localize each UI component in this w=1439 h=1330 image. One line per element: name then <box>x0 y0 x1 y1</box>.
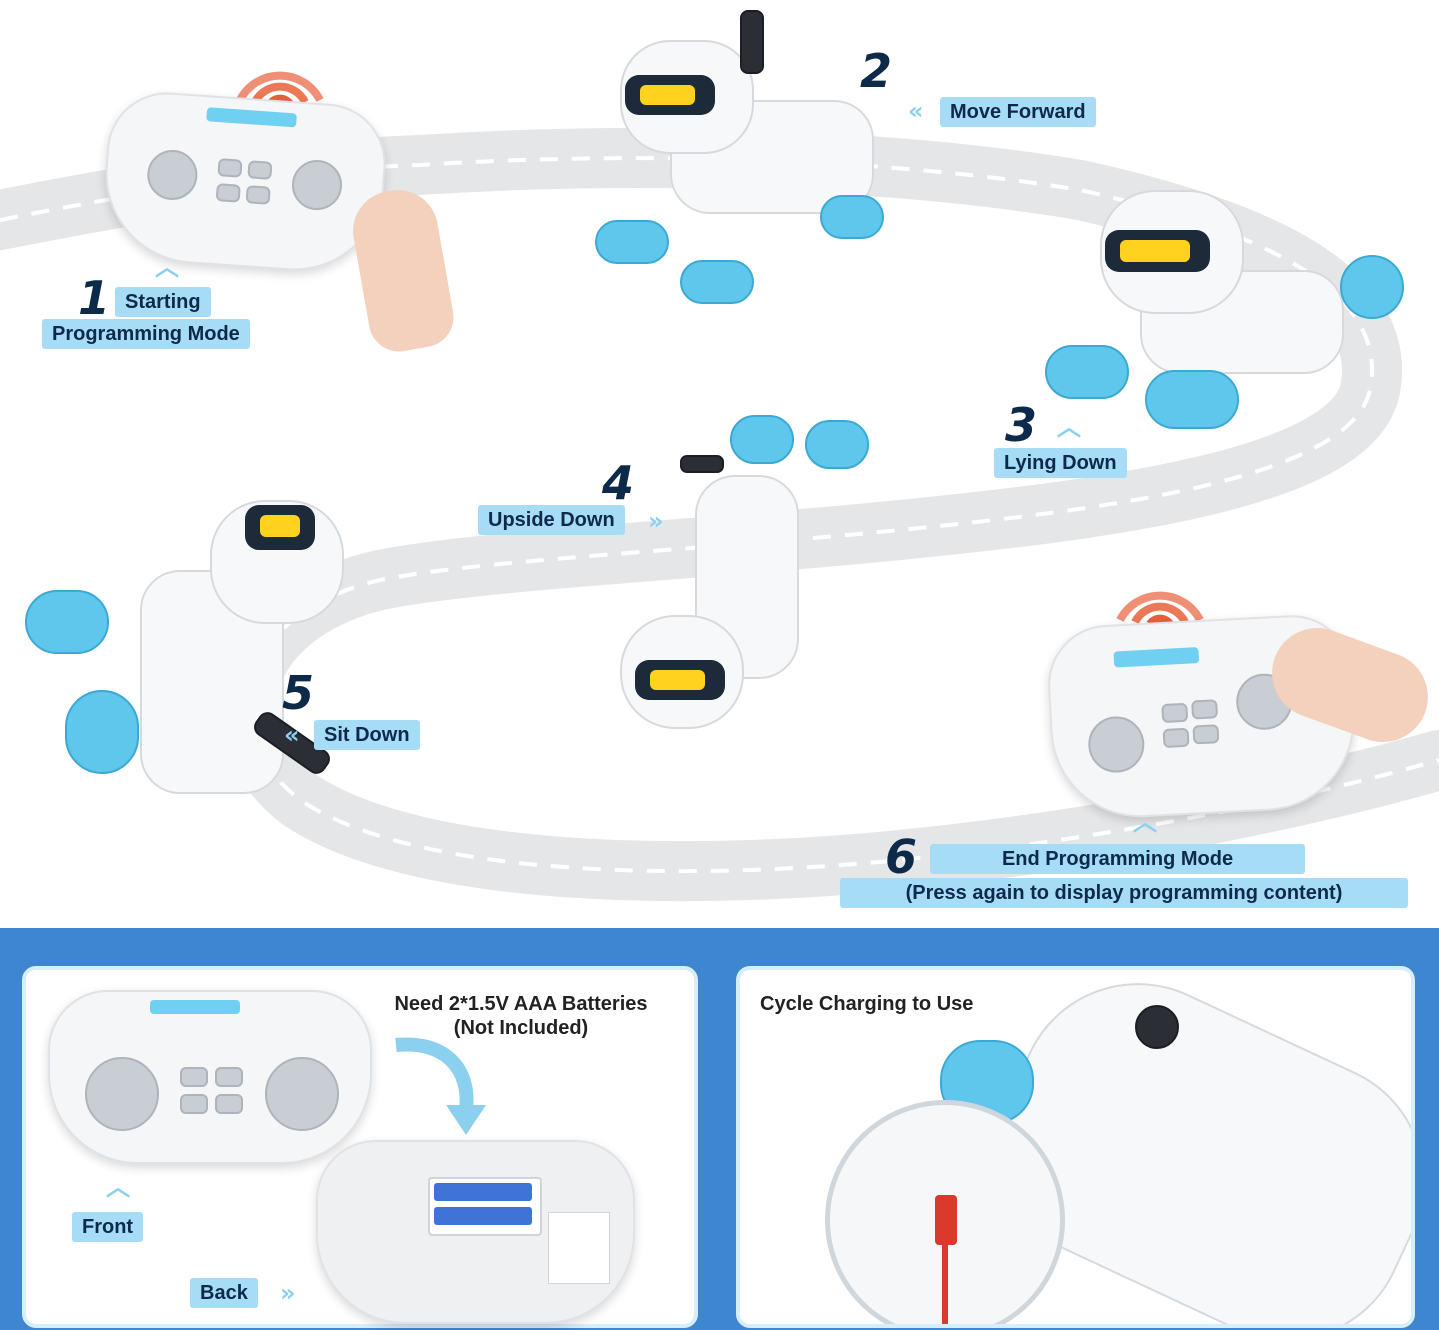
remote-screen <box>1113 647 1200 668</box>
front-label: Front <box>72 1212 144 1242</box>
step-note: (Press again to display programming cont… <box>840 878 1408 908</box>
back-label: Back <box>190 1278 258 1308</box>
up-arrow-icon: ︿ <box>1057 413 1081 441</box>
center-button <box>1192 724 1220 745</box>
robot-dog-paw <box>730 415 794 464</box>
step-number: 4 <box>602 456 635 510</box>
left-arrow-icon: « <box>908 97 924 125</box>
step-number: 2 <box>860 44 893 98</box>
center-button <box>180 1094 208 1114</box>
step-label: Lying Down <box>994 448 1127 478</box>
right-arrow-icon: » <box>648 507 664 535</box>
step-1-group: ︿ 1 Starting Programming Mode <box>0 0 460 360</box>
remote-back <box>316 1140 635 1324</box>
battery-panel: Need 2*1.5V AAA Batteries (Not Included)… <box>22 966 698 1328</box>
step-number: 3 <box>1005 398 1038 452</box>
center-button <box>1162 727 1190 749</box>
up-arrow-icon: ︿ <box>1133 808 1157 836</box>
robot-dog-ear <box>740 10 764 74</box>
robot-dog-paw <box>595 220 669 264</box>
dpad-button <box>265 1057 339 1131</box>
robot-dog-tail <box>680 455 724 473</box>
center-button <box>217 158 243 178</box>
center-button <box>215 1067 243 1087</box>
spec-label <box>548 1212 610 1284</box>
step-3-group: 3 ︿ Lying Down <box>990 170 1420 490</box>
robot-dog-eyes <box>260 515 300 537</box>
robot-dog-paw <box>1045 345 1129 399</box>
remote-screen <box>150 1000 240 1014</box>
up-arrow-icon: ︿ <box>155 253 179 281</box>
robot-dog-paw <box>805 420 869 469</box>
robot-dog-paw <box>65 690 139 774</box>
curved-arrow-icon <box>395 1037 486 1135</box>
charging-title: Cycle Charging to Use <box>760 993 974 1015</box>
center-button <box>1191 699 1219 720</box>
dpad-button <box>290 158 344 212</box>
up-arrow-icon: ︿ <box>106 1173 130 1201</box>
center-button <box>245 185 271 205</box>
step-5-group: 5 « Sit Down <box>20 490 450 820</box>
step-label: Starting <box>115 287 211 317</box>
battery-icon <box>434 1207 532 1225</box>
dpad-button <box>85 1057 159 1131</box>
charging-port-zoom <box>825 1100 1065 1324</box>
robot-dog-paw <box>1145 370 1239 429</box>
battery-note-sub: (Not Included) <box>453 1017 589 1039</box>
battery-note: Need 2*1.5V AAA Batteries <box>394 993 648 1015</box>
hand <box>346 183 459 357</box>
robot-dog-eyes <box>650 670 705 690</box>
robot-dog-tail <box>1340 255 1404 319</box>
remote-control <box>99 88 390 277</box>
dpad-button <box>1086 715 1146 774</box>
step-4-group: 4 Upside Down » <box>470 405 890 785</box>
battery-icon <box>434 1183 532 1201</box>
dpad-button <box>145 148 200 202</box>
center-button <box>215 183 241 203</box>
charging-panel: Cycle Charging to Use <box>736 966 1415 1328</box>
remote-front <box>48 990 372 1164</box>
step-number: 5 <box>282 666 315 720</box>
step-label: Sit Down <box>314 720 420 750</box>
robot-dog-eyes <box>640 85 695 105</box>
robot-dog-eyes <box>1120 240 1190 262</box>
robot-dog-paw <box>820 195 884 239</box>
charging-cable <box>942 1245 948 1324</box>
step-number: 1 <box>78 271 111 325</box>
step-2-group: 2 « Move Forward <box>580 0 1140 340</box>
robot-dog-paw <box>25 590 109 654</box>
center-button <box>247 160 273 180</box>
center-button <box>215 1094 243 1114</box>
center-button <box>1161 702 1189 724</box>
charging-cable <box>935 1195 957 1245</box>
center-button <box>180 1067 208 1087</box>
step-label: Programming Mode <box>42 319 250 349</box>
robot-dog-joint <box>1135 1005 1179 1049</box>
step-label: Upside Down <box>478 505 625 535</box>
right-arrow-icon: » <box>280 1279 296 1307</box>
step-label: Move Forward <box>940 97 1096 127</box>
step-6-group: ︿ 6 End Programming Mode (Press again to… <box>830 560 1439 910</box>
left-arrow-icon: « <box>284 721 300 749</box>
step-number: 6 <box>885 830 918 884</box>
step-label: End Programming Mode <box>930 844 1305 874</box>
robot-dog-paw <box>680 260 754 304</box>
remote-screen <box>206 107 297 128</box>
